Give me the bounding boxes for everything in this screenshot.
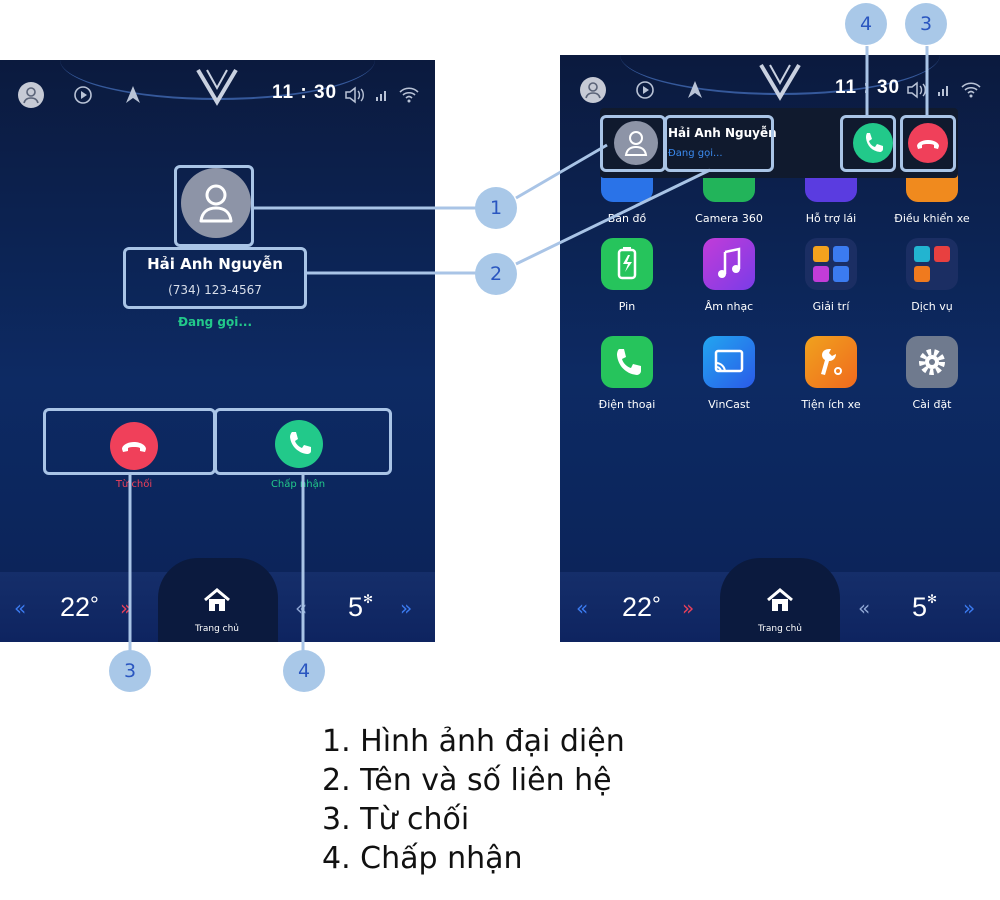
callout-badge-4-left: 4 xyxy=(283,650,325,692)
contact-number: (734) 123-4567 xyxy=(168,283,262,297)
profile-icon[interactable] xyxy=(580,77,606,103)
media-play-icon[interactable] xyxy=(70,82,96,108)
callout-badge-4-right: 4 xyxy=(845,3,887,45)
home-label: Trang chủ xyxy=(757,624,803,634)
fan-increase-icon[interactable]: » xyxy=(963,596,976,620)
callout-badge-2: 2 xyxy=(475,253,517,295)
reject-call-button[interactable] xyxy=(110,422,158,470)
callout-box-accept-left xyxy=(214,408,392,475)
services-icon xyxy=(906,238,958,290)
temp-decrease-icon[interactable]: « xyxy=(14,596,27,620)
home-label: Trang chủ xyxy=(194,624,240,634)
cast-icon xyxy=(703,336,755,388)
legend-item-1: 1. Hình ảnh đại diện xyxy=(322,724,625,759)
call-notification[interactable]: Hải Anh Nguyễn Đang gọi... xyxy=(600,108,958,178)
notification-reject-button[interactable] xyxy=(908,123,948,163)
hang-up-icon xyxy=(122,442,146,452)
callout-box-name-left xyxy=(123,247,307,309)
app-vincast[interactable]: VinCast xyxy=(684,336,774,411)
legend-item-4: 4. Chấp nhận xyxy=(322,841,523,876)
app-entertainment[interactable]: Giải trí xyxy=(786,238,876,313)
contact-name: Hải Anh Nguyễn xyxy=(147,255,283,273)
legend: 1. Hình ảnh đại diện 2. Tên và số liên h… xyxy=(322,722,625,878)
incoming-call-screen: 11 : 30 Hải Anh Nguyễn (734) 123-4567 Đa… xyxy=(0,60,435,642)
volume-icon[interactable] xyxy=(904,77,930,103)
temp-increase-icon[interactable]: » xyxy=(682,596,695,620)
legend-item-3: 3. Từ chối xyxy=(322,802,470,837)
fan-decrease-icon[interactable]: « xyxy=(295,596,308,620)
hang-up-icon xyxy=(917,140,939,149)
person-icon xyxy=(199,184,233,223)
home-icon[interactable] xyxy=(200,584,234,618)
clock: 11 : 30 xyxy=(835,77,901,98)
wifi-icon xyxy=(958,77,984,103)
call-status: Đang gọi... xyxy=(177,315,253,329)
phone-icon xyxy=(290,432,311,454)
wifi-icon xyxy=(396,82,422,108)
fan-decrease-icon[interactable]: « xyxy=(858,596,871,620)
temperature: 22° xyxy=(622,592,661,622)
notification-contact-name: Hải Anh Nguyễn xyxy=(668,126,777,140)
accept-call-button[interactable] xyxy=(275,420,323,468)
fan-level: 5✻ xyxy=(348,592,374,622)
fan-icon: ✻ xyxy=(363,592,374,606)
callout-badge-1: 1 xyxy=(475,187,517,229)
entertainment-icon xyxy=(805,238,857,290)
navigation-icon[interactable] xyxy=(682,77,708,103)
callout-box-reject-right xyxy=(900,115,956,172)
app-services[interactable]: Dịch vụ xyxy=(887,238,977,313)
clock: 11 : 30 xyxy=(272,82,338,103)
home-screen-with-notification: 11 : 30 Bản đồ Camera 360 Hỗ trợ lái Điề… xyxy=(560,55,1000,642)
callout-box-name-right xyxy=(664,115,774,172)
bottom-bar: « 22° » Trang chủ « 5✻ » xyxy=(560,558,1000,642)
reject-label: Từ chối xyxy=(115,479,153,490)
vinfast-logo-icon xyxy=(758,61,802,101)
vinfast-logo-icon xyxy=(195,66,239,106)
notification-status: Đang gọi... xyxy=(668,148,723,159)
temp-decrease-icon[interactable]: « xyxy=(576,596,589,620)
battery-icon xyxy=(601,238,653,290)
accept-label: Chấp nhận xyxy=(270,479,326,490)
callout-badge-3-left: 3 xyxy=(109,650,151,692)
app-settings[interactable]: Cài đặt xyxy=(887,336,977,411)
navigation-icon[interactable] xyxy=(120,82,146,108)
app-battery[interactable]: Pin xyxy=(582,238,672,313)
callout-box-accept-right xyxy=(840,115,896,172)
home-icon[interactable] xyxy=(763,584,797,618)
temperature: 22° xyxy=(60,592,99,622)
app-vehicle-utilities[interactable]: Tiện ích xe xyxy=(786,336,876,411)
music-note-icon xyxy=(703,238,755,290)
phone-icon xyxy=(601,336,653,388)
callout-box-avatar-left xyxy=(174,165,254,247)
gear-icon xyxy=(906,336,958,388)
fan-icon: ✻ xyxy=(927,592,938,606)
status-bar: 11 : 30 xyxy=(0,60,435,130)
fan-level: 5✻ xyxy=(912,592,938,622)
phone-icon xyxy=(866,133,883,152)
media-play-icon[interactable] xyxy=(632,77,658,103)
app-phone[interactable]: Điện thoại xyxy=(582,336,672,411)
contact-avatar xyxy=(181,168,251,238)
temp-increase-icon[interactable]: » xyxy=(120,596,133,620)
app-music[interactable]: Âm nhạc xyxy=(684,238,774,313)
legend-item-2: 2. Tên và số liên hệ xyxy=(322,763,612,798)
profile-icon[interactable] xyxy=(18,82,44,108)
bottom-bar: « 22° » Trang chủ « 5✻ » xyxy=(0,558,435,642)
signal-icon xyxy=(932,77,958,103)
volume-icon[interactable] xyxy=(342,82,368,108)
person-icon xyxy=(624,131,648,156)
callout-box-avatar-right xyxy=(600,115,666,172)
fan-increase-icon[interactable]: » xyxy=(400,596,413,620)
callout-badge-3-right: 3 xyxy=(905,3,947,45)
callout-box-reject-left xyxy=(43,408,216,475)
notification-accept-button[interactable] xyxy=(853,123,893,163)
wrench-icon xyxy=(805,336,857,388)
contact-avatar xyxy=(614,121,658,165)
signal-icon xyxy=(370,82,396,108)
